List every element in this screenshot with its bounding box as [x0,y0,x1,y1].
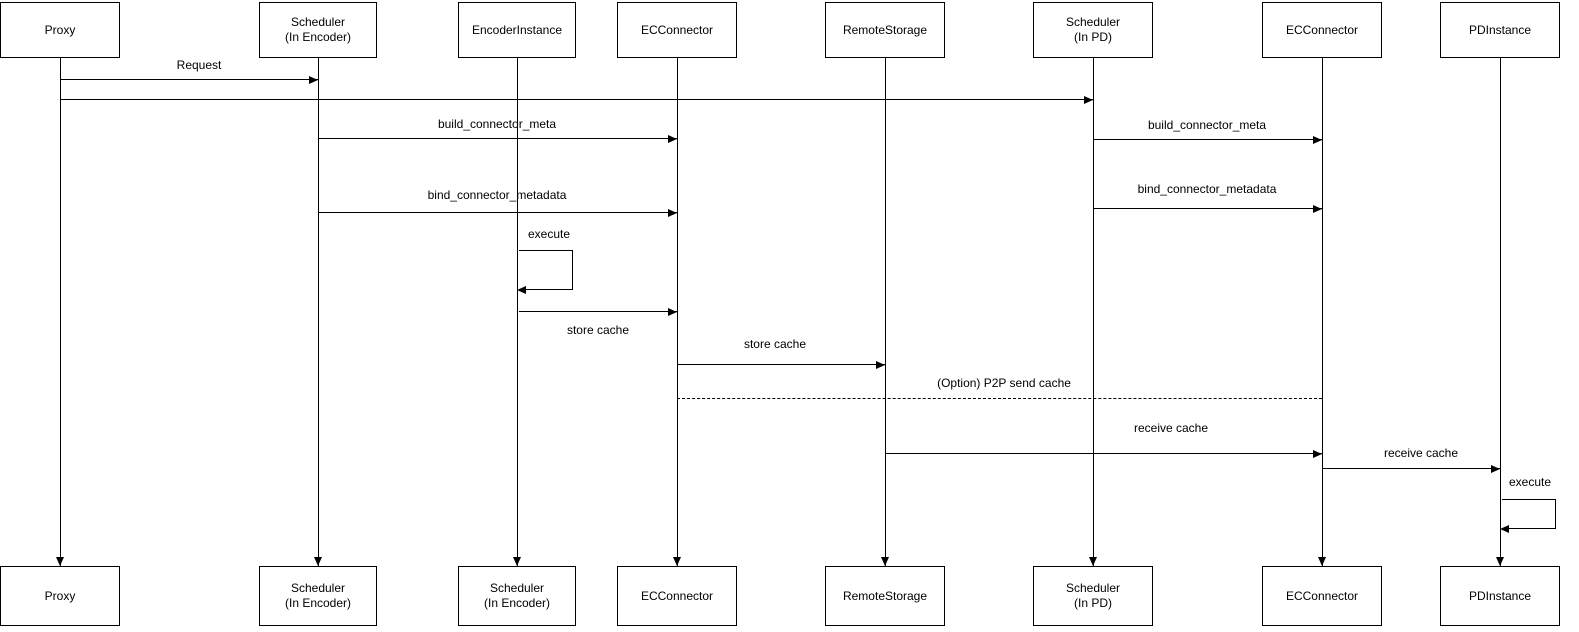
message-label-m7: store cache [566,323,630,337]
ll-remotestorage [885,58,886,566]
arrowhead-sm2 [1500,525,1509,533]
participant-box-pdinstance[interactable]: PDInstance [1440,2,1560,58]
participant-label: Scheduler [1065,15,1121,29]
message-line-m9 [677,398,1322,399]
message-label-m10: receive cache [1133,421,1209,435]
self-message-loop-sm1 [519,250,573,290]
arrowhead-m5 [668,208,677,217]
participant-box-ecconnector-enc[interactable]: ECConnector [617,2,737,58]
arrowhead-m3 [668,134,677,143]
participant-label: Proxy [44,588,76,603]
arrowhead-m11 [1491,464,1500,473]
participant-label: RemoteStorage [842,588,928,603]
participant-box-remotestorage-b[interactable]: RemoteStorage [825,566,945,626]
participant-sublabel: (In PD) [1073,596,1112,610]
arrowhead-sm1 [517,286,526,294]
arrowhead-m4 [1313,135,1322,144]
participant-box-scheduler-pd[interactable]: Scheduler(In PD) [1033,2,1153,58]
arrowhead-m10 [1313,449,1322,458]
ll-ecconnector-enc [677,58,678,566]
arrowhead-m1 [309,75,318,84]
message-line-m10 [885,453,1322,454]
message-line-m1 [60,79,318,80]
ll-scheduler-enc [318,58,319,566]
participant-box-ecconnector-pd-b[interactable]: ECConnector [1262,566,1382,626]
message-label-m3: build_connector_meta [437,117,557,131]
participant-sublabel: (In PD) [1073,30,1112,44]
lifeline-end-ea-ecconnector-pd [1318,557,1326,566]
participant-sublabel: (In Encoder) [284,30,352,44]
participant-box-scheduler-enc[interactable]: Scheduler(In Encoder) [259,2,377,58]
message-line-m3 [318,138,677,139]
ll-scheduler-pd [1093,58,1094,566]
participant-label: PDInstance [1468,588,1532,603]
self-message-label-sm2: execute [1509,475,1552,489]
arrowhead-m2 [1084,95,1093,104]
ll-encoderinstance [517,58,518,566]
arrowhead-m7 [668,307,677,316]
participant-sublabel: (In Encoder) [284,596,352,610]
ll-pdinstance [1500,58,1501,566]
participant-box-scheduler-pd-b[interactable]: Scheduler(In PD) [1033,566,1153,626]
lifeline-end-ea-remotestorage [881,557,889,566]
message-line-m7 [519,311,677,312]
message-line-m2 [60,99,1093,100]
participant-label: ECConnector [1285,22,1359,37]
message-label-m6: bind_connector_metadata [1137,182,1277,196]
participant-label: ECConnector [640,588,714,603]
lifeline-end-ea-pdinstance [1496,557,1504,566]
message-line-m11 [1322,468,1500,469]
arrowhead-m8 [876,360,885,369]
participant-label: Scheduler [1065,581,1121,595]
participant-box-scheduler-enc2-b[interactable]: Scheduler(In Encoder) [458,566,576,626]
ll-ecconnector-pd [1322,58,1323,566]
lifeline-end-ea-encoderinstance [513,557,521,566]
participant-box-ecconnector-pd[interactable]: ECConnector [1262,2,1382,58]
participant-box-proxy[interactable]: Proxy [0,2,120,58]
participant-label: Scheduler [290,581,346,595]
participant-box-scheduler-enc-b[interactable]: Scheduler(In Encoder) [259,566,377,626]
participant-label: Scheduler [290,15,346,29]
participant-label: RemoteStorage [842,22,928,37]
lifeline-end-ea-ecconnector-enc [673,557,681,566]
message-label-m5: bind_connector_metadata [427,188,567,202]
message-line-m5 [318,212,677,213]
self-message-loop-sm2 [1502,499,1556,529]
participant-label: EncoderInstance [471,22,563,37]
message-label-m9: (Option) P2P send cache [937,376,1071,390]
message-label-m4: build_connector_meta [1147,118,1267,132]
lifeline-end-ea-proxy [56,557,64,566]
self-message-label-sm1: execute [528,227,571,241]
participant-label: PDInstance [1468,22,1532,37]
participant-box-encoderinstance[interactable]: EncoderInstance [458,2,576,58]
lifeline-end-ea-scheduler-enc [314,557,322,566]
participant-box-ecconnector-enc-b[interactable]: ECConnector [617,566,737,626]
participant-box-pdinstance-b[interactable]: PDInstance [1440,566,1560,626]
message-line-m8 [677,364,885,365]
participant-sublabel: (In Encoder) [483,596,551,610]
message-line-m4 [1093,139,1322,140]
participant-box-proxy-b[interactable]: Proxy [0,566,120,626]
arrowhead-m6 [1313,204,1322,213]
ll-proxy [60,58,61,566]
participant-box-remotestorage[interactable]: RemoteStorage [825,2,945,58]
participant-label: ECConnector [1285,588,1359,603]
participant-label: Scheduler [489,581,545,595]
message-line-m6 [1093,208,1322,209]
message-label-m8: store cache [743,337,807,351]
participant-label: Proxy [44,22,76,37]
message-label-m1: Request [176,58,222,72]
message-label-m11: receive cache [1383,446,1459,460]
participant-label: ECConnector [640,22,714,37]
lifeline-end-ea-scheduler-pd [1089,557,1097,566]
